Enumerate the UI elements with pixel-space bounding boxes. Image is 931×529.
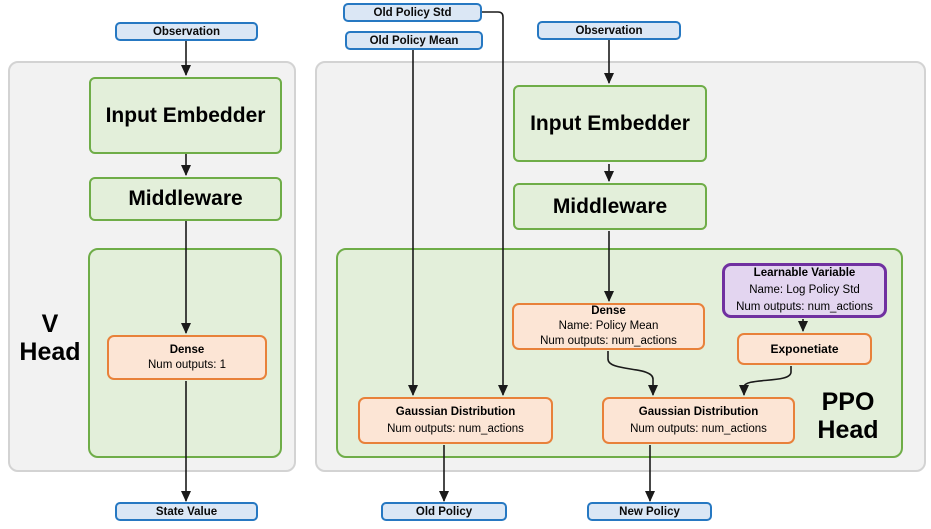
ppo-head-label-line1: PPO bbox=[821, 388, 875, 416]
old-policy-label: Old Policy bbox=[415, 505, 473, 518]
observation-label-v: Observation bbox=[152, 25, 221, 38]
dense-title-v: Dense bbox=[169, 343, 205, 356]
old-policy-mean-node: Old Policy Mean bbox=[345, 31, 483, 50]
dense-outputs-ppo: Num outputs: num_actions bbox=[540, 335, 677, 347]
v-head-label: V Head bbox=[10, 310, 90, 366]
gaussian-distribution-old-node: Gaussian Distribution Num outputs: num_a… bbox=[358, 397, 553, 444]
old-policy-std-label: Old Policy Std bbox=[373, 6, 452, 19]
middleware-node-v: Middleware bbox=[89, 177, 282, 221]
input-embedder-node-ppo: Input Embedder bbox=[513, 85, 707, 162]
exponentiate-label: Exponetiate bbox=[770, 341, 839, 356]
gaussian-new-outputs: Num outputs: num_actions bbox=[630, 422, 767, 435]
old-policy-mean-label: Old Policy Mean bbox=[369, 34, 459, 47]
input-embedder-label-ppo: Input Embedder bbox=[530, 111, 690, 135]
state-value-node: State Value bbox=[115, 502, 258, 521]
gaussian-distribution-new-node: Gaussian Distribution Num outputs: num_a… bbox=[602, 397, 795, 444]
dense-node-v: Dense Num outputs: 1 bbox=[107, 335, 267, 380]
ppo-head-label: PPO Head bbox=[802, 388, 894, 444]
arrow-dense-to-gaussian-new bbox=[607, 351, 658, 396]
learnable-variable-outputs: Num outputs: num_actions bbox=[736, 301, 873, 313]
state-value-label: State Value bbox=[155, 505, 218, 518]
gaussian-new-title: Gaussian Distribution bbox=[638, 405, 759, 418]
v-head-label-line1: V bbox=[41, 310, 59, 338]
middleware-node-ppo: Middleware bbox=[513, 183, 707, 230]
observation-node-v: Observation bbox=[115, 22, 258, 41]
middleware-label-ppo: Middleware bbox=[552, 194, 668, 218]
middleware-label-v: Middleware bbox=[128, 187, 243, 210]
gaussian-old-outputs: Num outputs: num_actions bbox=[387, 422, 524, 435]
input-embedder-label-v: Input Embedder bbox=[105, 103, 266, 127]
exponentiate-node: Exponetiate bbox=[737, 333, 872, 365]
old-policy-std-node: Old Policy Std bbox=[343, 3, 482, 22]
dense-title-ppo: Dense bbox=[591, 305, 626, 317]
dense-outputs-v: Num outputs: 1 bbox=[148, 358, 226, 371]
learnable-variable-title: Learnable Variable bbox=[753, 267, 856, 279]
old-policy-node: Old Policy bbox=[381, 502, 507, 521]
learnable-variable-name: Name: Log Policy Std bbox=[749, 284, 860, 296]
arrow-old-policy-std-to-gaussian-old bbox=[482, 11, 508, 396]
input-embedder-node-v: Input Embedder bbox=[89, 77, 282, 154]
new-policy-label: New Policy bbox=[619, 505, 680, 518]
arrow-exponentiate-to-gaussian-new bbox=[739, 366, 792, 396]
v-head-label-line2: Head bbox=[19, 338, 81, 366]
dense-node-ppo: Dense Name: Policy Mean Num outputs: num… bbox=[512, 303, 705, 350]
observation-label-ppo: Observation bbox=[575, 24, 643, 37]
gaussian-old-title: Gaussian Distribution bbox=[395, 405, 516, 418]
dense-name-ppo: Name: Policy Mean bbox=[558, 320, 659, 332]
learnable-variable-node: Learnable Variable Name: Log Policy Std … bbox=[722, 263, 887, 318]
observation-node-ppo: Observation bbox=[537, 21, 681, 40]
ppo-head-label-line2: Head bbox=[817, 416, 879, 444]
new-policy-node: New Policy bbox=[587, 502, 712, 521]
